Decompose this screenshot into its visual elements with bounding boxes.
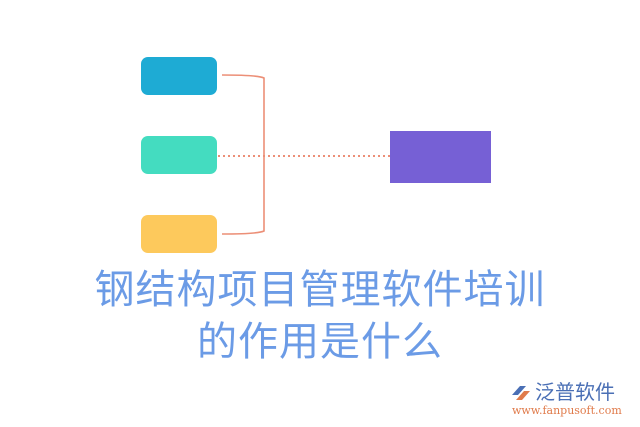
diagram-node-1 <box>141 57 217 95</box>
diagram-target-node <box>390 131 491 183</box>
brand-logo: 泛普软件 www.fanpusoft.com <box>510 380 635 420</box>
diagram-node-2 <box>141 136 217 174</box>
brand-name: 泛普软件 <box>535 380 615 404</box>
logo-mark-icon <box>512 386 530 400</box>
title-line-1: 钢结构项目管理软件培训 <box>94 267 546 313</box>
title-line-2: 的作用是什么 <box>197 319 443 365</box>
diagram-node-3 <box>141 215 217 253</box>
brand-url: www.fanpusoft.com <box>512 404 622 417</box>
